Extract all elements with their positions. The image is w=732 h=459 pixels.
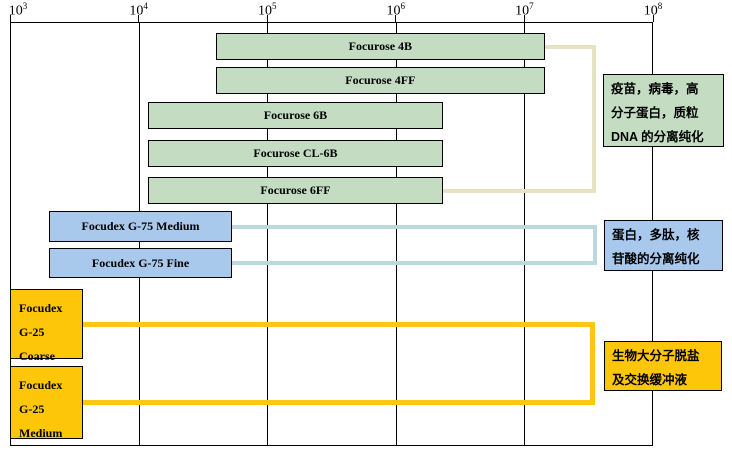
bar-label-line: G-25 [19, 402, 45, 416]
x-tick [266, 15, 268, 22]
connector-focudex-g25-bracket [590, 321, 595, 405]
connector-focudex-g25-bracket [83, 400, 595, 405]
annotation-text: DNA 的分离纯化 [611, 130, 704, 144]
bar-label-line: Medium [19, 426, 63, 440]
annotation-text: 生物大分子脱盐 [612, 349, 700, 363]
x-tick [9, 15, 11, 22]
bar-label-line: Focudex [19, 301, 63, 315]
annotation-box-g25: 生物大分子脱盐 及交换缓冲液 [604, 341, 722, 391]
x-tick-label: 107 [515, 1, 534, 19]
annotation-text: 苷酸的分离纯化 [612, 252, 700, 266]
x-tick [523, 15, 525, 22]
x-tick-label: 106 [386, 1, 406, 19]
x-tick [138, 15, 140, 22]
connector-focurose-bracket [443, 188, 596, 193]
annotation-text: 分子蛋白，质粒 [611, 106, 699, 120]
connector-focurose-bracket [592, 44, 596, 193]
x-tick-label: 105 [257, 1, 277, 19]
bar-focurose-6b: Focurose 6B [147, 102, 444, 129]
connector-focudex-g75-bracket [232, 261, 597, 265]
bar-focurose-cl-6b: Focurose CL-6B [147, 140, 444, 167]
bar-label-line: Focudex [19, 378, 63, 392]
gridline-10e5 [267, 23, 269, 445]
connector-focudex-g75-bracket [232, 224, 597, 229]
connector-focurose-bracket [544, 44, 596, 49]
connector-focudex-g25-bracket [83, 321, 595, 327]
annotation-box-g75: 蛋白，多肽，核 苷酸的分离纯化 [604, 220, 723, 271]
x-tick-label: 104 [129, 1, 148, 19]
bar-focurose-4ff: Focurose 4FF [215, 67, 545, 94]
x-tick [395, 15, 397, 22]
annotation-text: 及交换缓冲液 [612, 373, 688, 387]
gridline-10e7 [524, 23, 526, 445]
bar-focudex-g75-medium: Focudex G-75 Medium [48, 211, 233, 242]
bar-label-line: G-25 [19, 325, 45, 339]
annotation-text: 蛋白，多肽，核 [612, 228, 700, 242]
gridline-10e6 [395, 23, 397, 445]
x-tick-label: 103 [8, 1, 28, 19]
annotation-text: 疫苗，病毒，高 [611, 82, 699, 96]
bar-label-line: Coarse [19, 349, 55, 363]
connector-focudex-g75-bracket [593, 224, 597, 265]
annotation-box-focurose: 疫苗，病毒，高 分子蛋白，质粒 DNA 的分离纯化 [603, 74, 724, 147]
bar-focurose-6ff: Focurose 6FF [147, 177, 444, 204]
x-tick-label: 108 [643, 1, 663, 19]
bar-focurose-4b: Focurose 4B [215, 33, 545, 60]
bar-focudex-g75-fine: Focudex G-75 Fine [48, 248, 233, 278]
x-tick [652, 15, 654, 22]
